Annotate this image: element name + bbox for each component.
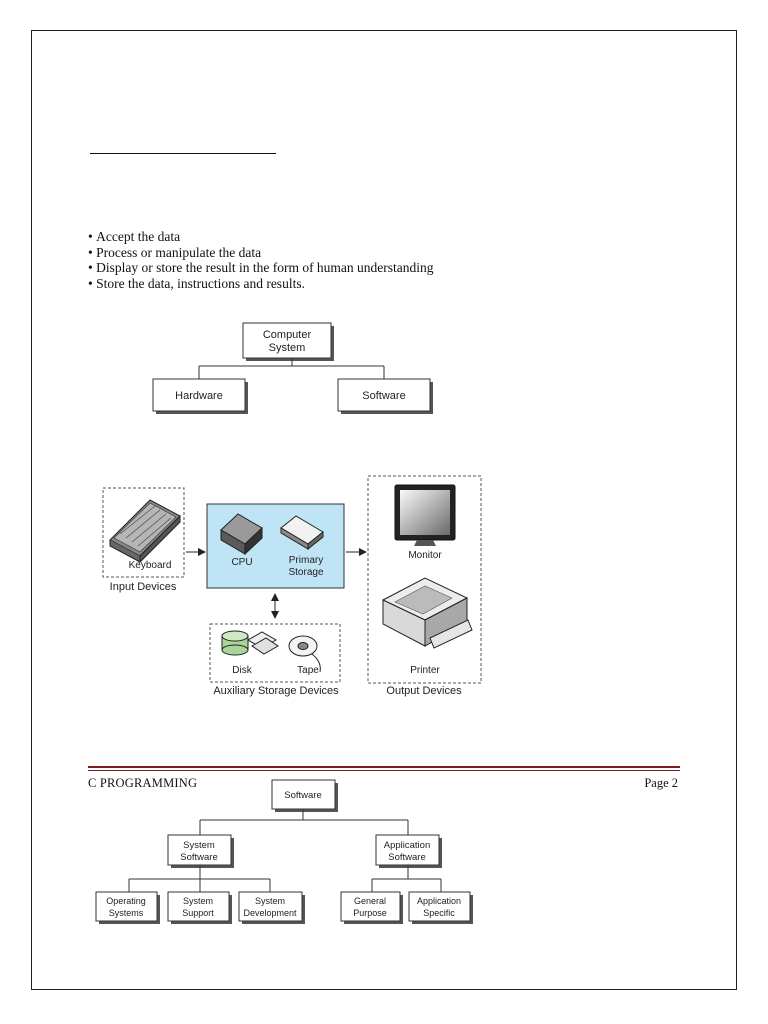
- primary-storage-icon: [280, 515, 324, 551]
- heading-underline: [90, 153, 276, 154]
- disk-label: Disk: [232, 665, 252, 676]
- page-number: Page 2: [644, 776, 678, 790]
- tree-connector: [128, 865, 271, 892]
- list-item: Process or manipulate the data: [88, 245, 434, 261]
- system-support-box: [167, 891, 230, 922]
- software-root-box: [271, 779, 336, 810]
- keyboard-label: Keyboard: [129, 560, 172, 571]
- system-development-label: System: [255, 896, 285, 906]
- page-border: [31, 30, 737, 990]
- keyboard-icon: [109, 499, 181, 564]
- system-support-label: Support: [182, 908, 214, 918]
- tape-label: Tape: [297, 665, 319, 676]
- primary-storage-label: Storage: [288, 567, 323, 578]
- list-item: Display or store the result in the form …: [88, 260, 433, 276]
- computer-system-diagram: Computer System Hardware Software: [152, 322, 433, 414]
- list-item: Accept the data: [88, 229, 434, 245]
- general-purpose-label: General: [354, 896, 386, 906]
- operating-systems-label: Operating: [106, 896, 146, 906]
- output-devices-label: Output Devices: [386, 685, 462, 697]
- footer-rule: [88, 766, 680, 768]
- cpu-icon: [220, 513, 263, 556]
- software-root-label: Software: [284, 790, 322, 801]
- output-devices-box: [367, 475, 482, 684]
- footer-rule: [88, 770, 680, 771]
- computer-system-label: System: [269, 342, 306, 354]
- operating-systems-label: Systems: [109, 908, 144, 918]
- general-purpose-box: [340, 891, 401, 922]
- hardware-label: Hardware: [175, 390, 223, 402]
- general-purpose-label: Purpose: [353, 908, 387, 918]
- printer-label: Printer: [410, 665, 440, 676]
- operating-systems-box: [95, 891, 158, 922]
- hardware-components-diagram: Keyboard Input Devices CPU Primary Stora…: [102, 475, 482, 697]
- system-software-box: [167, 834, 232, 866]
- tree-connector: [198, 358, 385, 379]
- computer-system-box: [242, 322, 332, 359]
- tree-connector: [199, 809, 409, 835]
- footer-title: C PROGRAMMING: [88, 776, 198, 790]
- list-item: Store the data, instructions and results…: [88, 276, 434, 292]
- aux-storage-label: Auxiliary Storage Devices: [213, 685, 339, 697]
- system-software-label: System: [183, 840, 215, 851]
- software-box: [337, 378, 431, 412]
- tree-connector: [371, 865, 442, 892]
- input-devices-label: Input Devices: [110, 581, 177, 593]
- input-devices-box: [102, 487, 185, 578]
- function-list: Accept the data Process or manipulate th…: [88, 229, 434, 292]
- application-specific-box: [408, 891, 471, 922]
- aux-storage-box: [209, 623, 341, 683]
- system-development-label: Development: [243, 908, 297, 918]
- cpu-box: [206, 503, 345, 589]
- software-tree-diagram: Software System Software Application Sof…: [95, 779, 473, 924]
- monitor-icon: [394, 484, 456, 546]
- system-software-label: Software: [180, 852, 218, 863]
- application-specific-label: Application: [417, 896, 461, 906]
- primary-storage-label: Primary: [289, 555, 323, 566]
- system-development-box: [238, 891, 303, 922]
- printer-icon: [381, 577, 473, 649]
- application-software-label: Application: [384, 840, 430, 851]
- disk-icon: [221, 630, 279, 656]
- tape-icon: [288, 635, 321, 673]
- software-label: Software: [362, 390, 405, 402]
- monitor-label: Monitor: [408, 550, 442, 561]
- application-software-box: [375, 834, 440, 866]
- cpu-label: CPU: [231, 557, 252, 568]
- system-support-label: System: [183, 896, 213, 906]
- application-specific-label: Specific: [423, 908, 455, 918]
- computer-system-label: Computer: [263, 329, 312, 341]
- hardware-box: [152, 378, 246, 412]
- application-software-label: Software: [388, 852, 426, 863]
